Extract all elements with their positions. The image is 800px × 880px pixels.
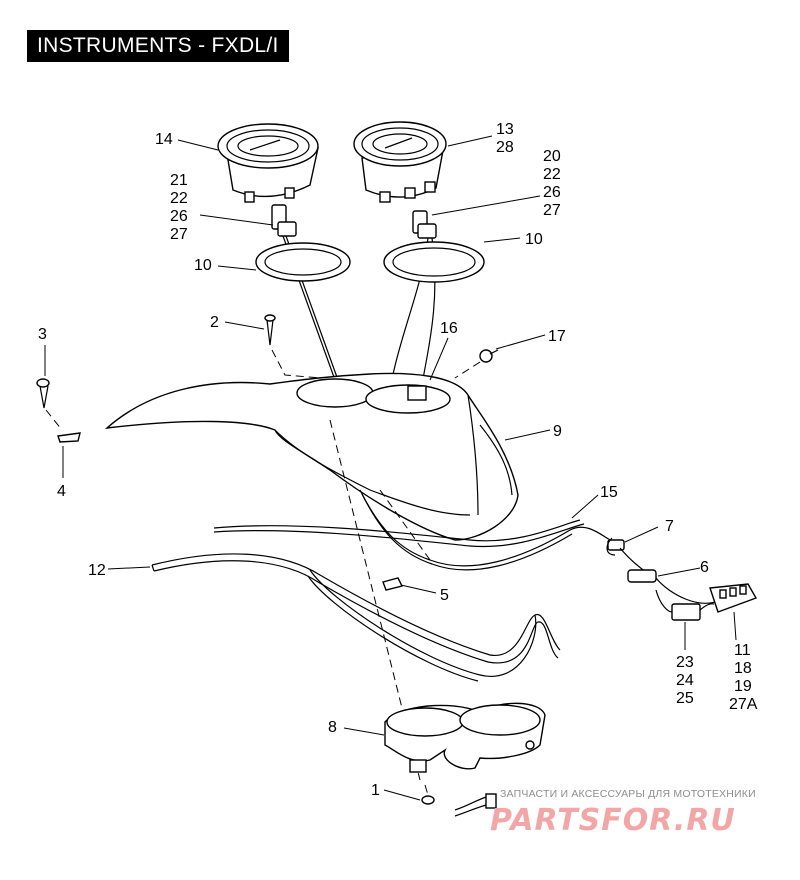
gasket-left — [255, 242, 351, 282]
callout-28: 28 — [496, 139, 514, 156]
diagram-title: INSTRUMENTS - FXDL/I — [27, 30, 289, 62]
callout-14: 14 — [155, 131, 173, 148]
callout-1: 1 — [371, 782, 380, 799]
callout-2: 2 — [210, 314, 219, 331]
gasket-right — [383, 241, 485, 283]
connector-housing-11 — [655, 583, 758, 621]
left-gauge-connector — [271, 204, 339, 381]
clip-4 — [57, 432, 81, 443]
clip-5 — [382, 577, 404, 591]
callout-20: 20 — [543, 148, 561, 165]
callout-21: 21 — [170, 172, 188, 189]
callout-27-right: 27 — [543, 202, 561, 219]
callout-26-right: 26 — [543, 184, 561, 201]
callout-10-right: 10 — [525, 231, 543, 248]
callout-11: 11 — [734, 642, 751, 659]
callout-23: 23 — [676, 654, 694, 671]
callout-10-left: 10 — [194, 257, 212, 274]
screw-17 — [479, 349, 499, 363]
callout-4: 4 — [57, 483, 66, 500]
callout-27A: 27A — [729, 696, 758, 713]
callout-6: 6 — [700, 559, 709, 576]
callout-27-left: 27 — [170, 226, 188, 243]
callout-12: 12 — [88, 562, 106, 579]
cable-tie-7 — [606, 537, 625, 556]
callout-22-left: 22 — [170, 190, 188, 207]
nacelle-9 — [104, 372, 519, 541]
callout-8: 8 — [328, 719, 337, 736]
watermark: ЗАПЧАСТИ И АКСЕССУАРЫ ДЛЯ МОТОТЕХНИКИ PA… — [490, 788, 756, 838]
callout-15: 15 — [600, 484, 618, 501]
left-gauge — [217, 123, 319, 203]
screw-2 — [264, 314, 276, 346]
watermark-logo: PARTSFOR.RU — [490, 803, 736, 838]
callout-17: 17 — [548, 328, 566, 345]
harness-15 — [213, 489, 621, 571]
callout-3: 3 — [38, 326, 47, 343]
callout-9: 9 — [553, 423, 562, 440]
callout-13: 13 — [496, 121, 514, 138]
seal-12 — [151, 553, 561, 682]
screw-1 — [421, 795, 435, 805]
leader-lines — [44, 135, 737, 801]
right-gauge — [353, 121, 447, 203]
callout-16: 16 — [440, 320, 458, 337]
bracket-8 — [384, 702, 546, 773]
callout-22-right: 22 — [543, 166, 561, 183]
callout-26-left: 26 — [170, 208, 188, 225]
screw-3 — [36, 378, 50, 409]
callout-19: 19 — [734, 678, 752, 695]
callout-25: 25 — [676, 690, 694, 707]
callout-18: 18 — [734, 660, 752, 677]
callout-24: 24 — [676, 672, 694, 689]
callout-labels: 14 13 28 20 22 26 27 21 22 26 27 10 10 2… — [38, 121, 758, 799]
callout-5: 5 — [440, 587, 449, 604]
callout-7: 7 — [665, 518, 674, 535]
watermark-caption: ЗАПЧАСТИ И АКСЕССУАРЫ ДЛЯ МОТОТЕХНИКИ — [500, 788, 756, 800]
